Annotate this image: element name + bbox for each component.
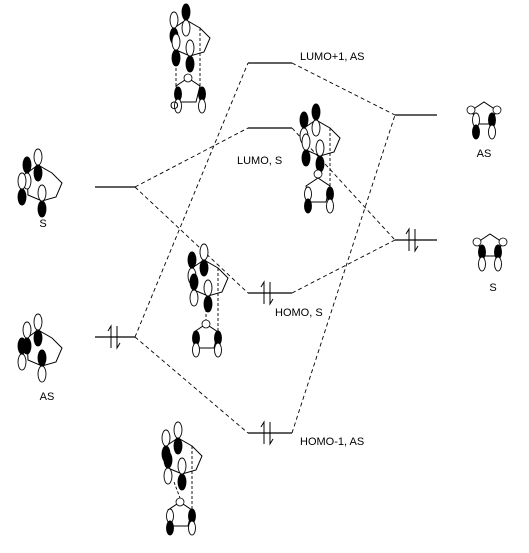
label-right-as: AS: [477, 148, 492, 160]
label-left-as: AS: [40, 391, 55, 403]
label-homo: HOMO, S: [275, 307, 323, 319]
diene-as-orbital: [17, 313, 63, 383]
complex-homo-orbital: [187, 243, 229, 358]
dioxolane-as-orbital: [466, 101, 502, 140]
complex-lumo-orbital: [299, 103, 341, 214]
electron-pair-homo-minus1: [260, 420, 274, 446]
electron-pair-left-as: [107, 324, 121, 350]
diene-s-orbital: [17, 148, 63, 218]
label-right-s: S: [489, 282, 496, 294]
electron-pair-right-s: [405, 227, 419, 253]
atom-o: O: [170, 100, 179, 112]
electron-pair-homo: [260, 280, 274, 306]
label-homo-minus1: HOMO-1, AS: [300, 436, 364, 448]
label-lumo-plus1: LUMO+1, AS: [300, 51, 365, 63]
complex-lumo-plus1-orbital: O: [169, 3, 211, 114]
correlation-lines: [134, 62, 396, 434]
dioxolane-s-orbital: [472, 233, 508, 272]
label-left-s: S: [39, 218, 46, 230]
complex-homo-minus1-orbital: [161, 421, 203, 536]
label-lumo: LUMO, S: [237, 155, 282, 167]
